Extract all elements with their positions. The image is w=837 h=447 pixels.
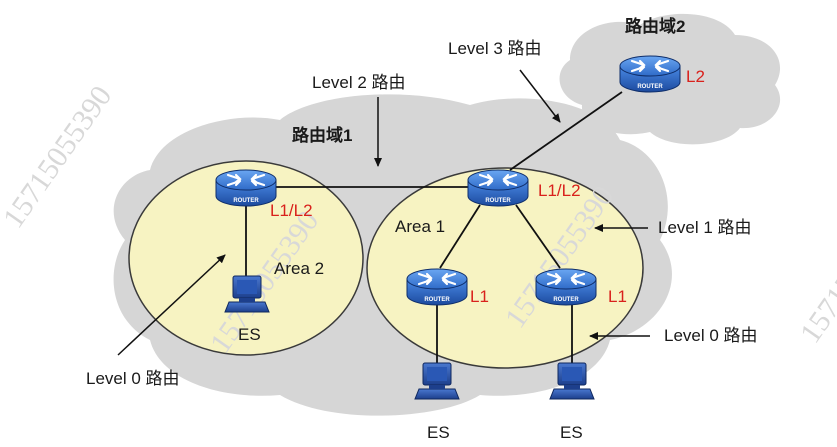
routers: ROUTER ROUTER ROUTER ROUTER ROUTER (215, 55, 681, 306)
domain-2-label: 路由域2 (625, 16, 685, 36)
router-icon-text: ROUTER (553, 297, 579, 303)
workstation-icon (224, 275, 270, 313)
callout-arrows (117, 69, 650, 356)
router-icon: ROUTER (215, 169, 277, 207)
es-label: ES (427, 423, 450, 442)
router-icon-text: ROUTER (424, 297, 450, 303)
watermark-text: 15715055390 (794, 195, 837, 349)
router-icon: ROUTER (406, 268, 468, 306)
es-label: ES (560, 423, 583, 442)
area-1-label: Area 1 (395, 217, 445, 236)
router-icon-text: ROUTER (485, 198, 511, 204)
link-core-left (439, 204, 481, 269)
callout-level2: Level 2 路由 (312, 73, 406, 92)
area-2-label: Area 2 (274, 259, 324, 278)
domain-1-label: 路由域1 (292, 125, 352, 145)
router-level-label: L1/L2 (538, 181, 581, 200)
area-1-ellipse (366, 167, 644, 369)
links (245, 91, 623, 368)
link-core-right (515, 204, 561, 269)
router-level-label: L2 (686, 67, 705, 86)
router-icon: ROUTER (619, 55, 681, 93)
link-core-domain2 (509, 91, 623, 171)
router-icon-text: ROUTER (233, 198, 259, 204)
router-icon: ROUTER (467, 169, 529, 207)
callout-level3: Level 3 路由 (448, 39, 542, 58)
router-level-label: L1/L2 (270, 201, 313, 220)
workstation-icon (414, 362, 460, 400)
router-level-label: L1 (608, 287, 627, 306)
end-systems (224, 275, 595, 400)
callout-level0-left: Level 0 路由 (86, 369, 180, 388)
callout-level0-right: Level 0 路由 (664, 326, 758, 345)
arrow-level3 (519, 69, 561, 123)
es-label: ES (238, 325, 261, 344)
watermark-text: 15715055390 (0, 80, 118, 234)
callout-level1: Level 1 路由 (658, 218, 752, 237)
arrow-level0-left (117, 254, 226, 356)
router-icon-text: ROUTER (637, 84, 663, 90)
router-level-label: L1 (470, 287, 489, 306)
router-icon: ROUTER (535, 268, 597, 306)
workstation-icon (549, 362, 595, 400)
